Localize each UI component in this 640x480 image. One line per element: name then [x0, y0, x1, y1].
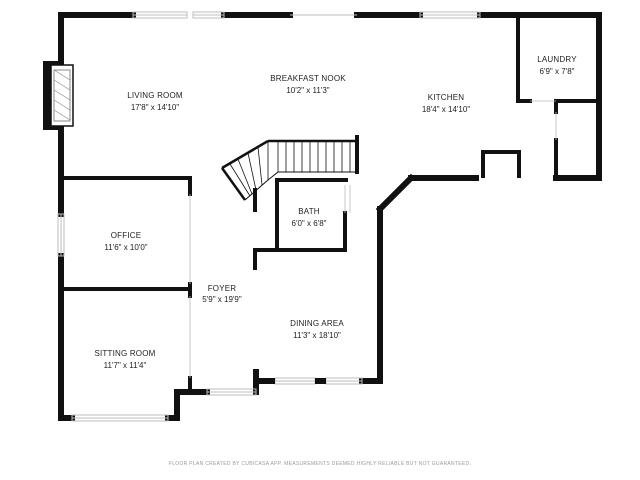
- room-name-sitting-room: SITTING ROOM: [94, 349, 155, 358]
- room-labels: LIVING ROOM 17'8" x 14'10" BREAKFAST NOO…: [94, 55, 577, 370]
- door-openings: [189, 100, 557, 378]
- footer-disclaimer: FLOOR PLAN CREATED BY CUBICASA APP. MEAS…: [169, 461, 471, 467]
- windows: [57, 11, 481, 422]
- room-dims-office: 11'6" x 10'0": [104, 243, 147, 252]
- room-name-laundry: LAUNDRY: [537, 55, 577, 64]
- room-dims-bath: 6'0" x 6'8": [292, 219, 327, 228]
- room-name-dining-area: DINING AREA: [290, 319, 344, 328]
- room-dims-breakfast-nook: 10'2" x 11'3": [286, 86, 329, 95]
- room-name-bath: BATH: [298, 207, 320, 216]
- fireplace: [43, 61, 74, 130]
- room-name-living-room: LIVING ROOM: [127, 91, 183, 100]
- room-dims-sitting-room: 11'7" x 11'4": [104, 361, 147, 370]
- room-name-kitchen: KITCHEN: [428, 93, 465, 102]
- room-name-office: OFFICE: [111, 231, 142, 240]
- room-dims-dining-area: 11'3" x 18'10": [293, 331, 341, 340]
- room-dims-kitchen: 18'4" x 14'10": [422, 105, 470, 114]
- room-name-foyer: FOYER: [208, 284, 237, 293]
- interior-walls: [61, 15, 601, 391]
- staircase: [220, 139, 357, 201]
- room-dims-living-room: 17'8" x 14'10": [131, 103, 179, 112]
- room-dims-foyer: 5'9" x 19'9": [202, 295, 242, 304]
- room-name-breakfast-nook: BREAKFAST NOOK: [270, 74, 346, 83]
- room-dims-laundry: 6'9" x 7'8": [540, 67, 575, 76]
